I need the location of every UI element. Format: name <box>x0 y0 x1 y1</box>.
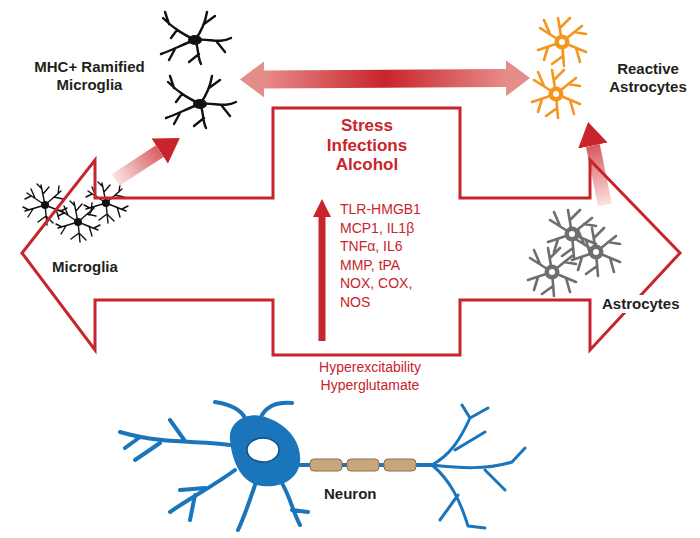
neuron-dendrites <box>120 402 308 530</box>
transition-arrow <box>116 151 160 180</box>
reactive-astrocyte-cell <box>532 70 580 118</box>
outcome-label: Hyperexcitability Hyperglutamate <box>305 358 435 394</box>
cell-label: MHC+ Ramified Microglia <box>25 58 154 94</box>
reactive-astrocyte-cell <box>538 18 586 66</box>
increase-arrow-head <box>313 199 331 217</box>
neuron-illustration <box>120 402 525 530</box>
myelin-sheath <box>310 459 342 471</box>
neuron-nucleus <box>247 438 279 462</box>
reactive-astrocytes <box>532 18 586 118</box>
neuron-soma <box>230 415 300 486</box>
cross-arrow-panel: Stress Infections AlcoholTLR-HMGB1 MCP1,… <box>20 105 685 360</box>
ramified-microglia <box>161 12 236 128</box>
cell-group: Astrocytes <box>515 205 695 320</box>
astrocyte-cell <box>548 210 596 258</box>
mediator-list: TLR-HMGB1 MCP1, IL1β TNFα, IL6 MMP, tPA … <box>340 200 432 312</box>
astrocyte-cell <box>528 248 576 296</box>
resting-astrocytes <box>528 210 620 296</box>
ramified-microglia-cell <box>161 12 231 64</box>
ramified-microglia-cell <box>166 76 236 128</box>
increase-arrow-shaft <box>319 213 326 341</box>
myelin-sheath <box>347 459 379 471</box>
myelin-sheath <box>384 459 416 471</box>
cell-group: Microglia <box>22 180 132 280</box>
cell-group: MHC+ Ramified Microglia <box>25 8 240 138</box>
cross-arrow-outline-path <box>22 108 680 355</box>
cell-label: Microglia <box>50 258 120 276</box>
cell-group: Reactive Astrocytes <box>530 12 696 122</box>
cell-label: Neuron <box>322 485 379 503</box>
double-arrow <box>264 78 506 79</box>
cell-label: Reactive Astrocytes <box>602 60 694 96</box>
cell-label: Astrocytes <box>600 295 682 313</box>
cell-group: Neuron <box>110 405 530 533</box>
microglia-cell <box>84 182 128 223</box>
axon-terminals <box>432 405 525 528</box>
panel-heading: Stress Infections Alcohol <box>317 116 417 175</box>
